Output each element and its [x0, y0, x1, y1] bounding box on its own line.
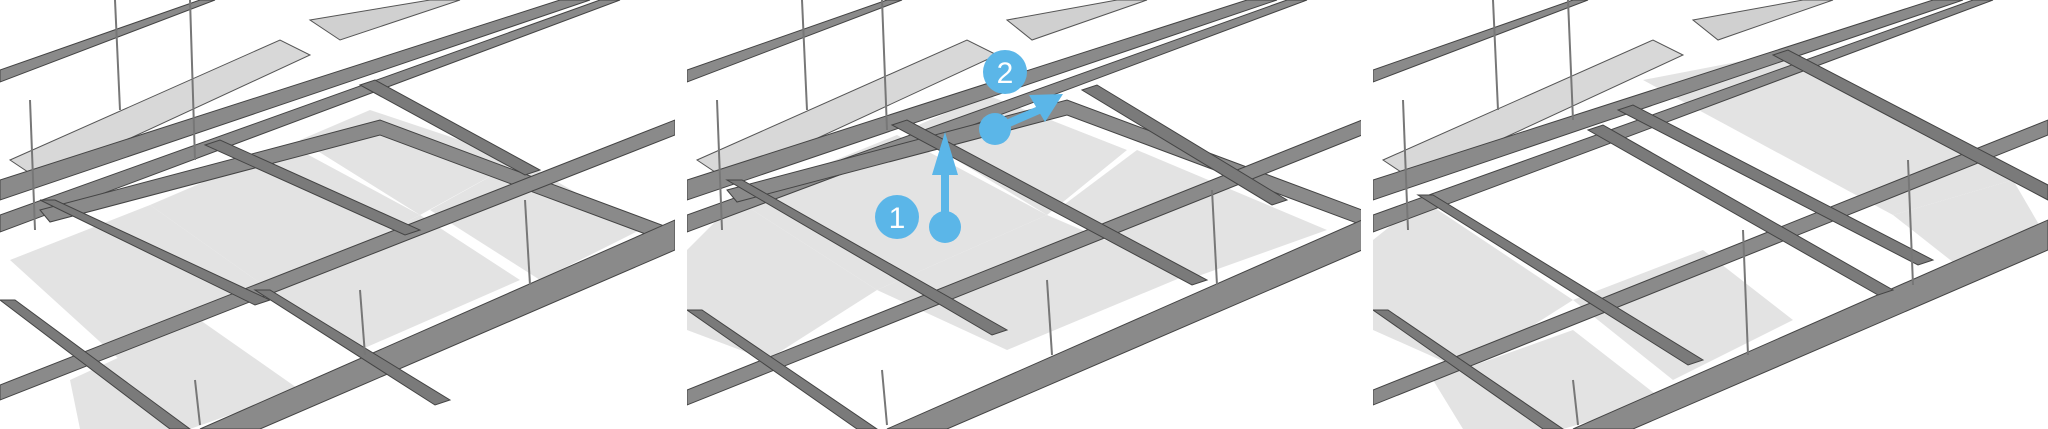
step-1-label: 1: [888, 202, 905, 235]
grid-rails: [1373, 0, 2048, 429]
ceiling-grid-drawing: 1 2: [686, 0, 1362, 429]
cross-members: [1373, 49, 2048, 429]
hanger-rods: [715, 0, 1218, 426]
marker-1: 1: [874, 132, 961, 243]
step-2-badge: [982, 50, 1027, 94]
up-arrow-icon: [928, 132, 961, 243]
upper-duct: [8, 0, 461, 181]
ceiling-grid-drawing: [0, 0, 675, 429]
hanger-rods: [29, 0, 531, 426]
panel-step-after: [1373, 0, 2048, 429]
slide-arrow-icon: [978, 94, 1063, 145]
cross-members: [0, 79, 542, 429]
hanger-rods: [1402, 0, 1915, 426]
cross-members: [686, 84, 1288, 429]
step-1-badge: [874, 195, 919, 239]
panel-step-action: 1 2: [686, 0, 1362, 429]
panels-fill: [10, 110, 640, 429]
step-2-label: 2: [996, 57, 1013, 90]
panel-step-before: [0, 0, 675, 429]
grid-rails: [0, 0, 675, 429]
marker-2: 2: [978, 50, 1063, 145]
ceiling-grid-drawing: [1373, 0, 2048, 429]
